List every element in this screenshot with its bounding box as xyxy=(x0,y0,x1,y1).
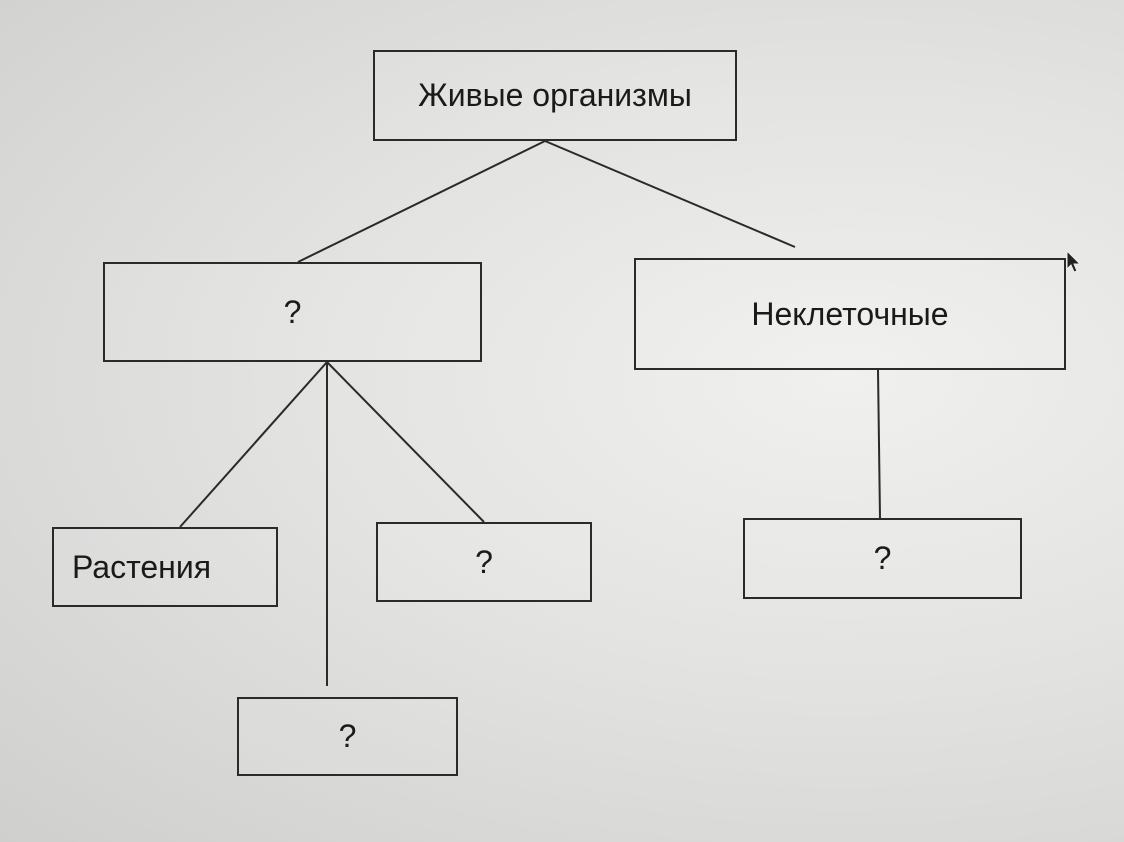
node-left-mid-label: ? xyxy=(475,543,493,580)
node-left-bottom: ? xyxy=(237,697,458,776)
edge-left-mid xyxy=(326,361,485,523)
node-plants-label: Растения xyxy=(72,548,212,585)
node-left-label: ? xyxy=(283,293,302,330)
node-left-mid: ? xyxy=(376,522,592,602)
node-right-label: Неклеточные xyxy=(751,295,949,332)
edge-root-left xyxy=(297,140,546,263)
node-right-child-label: ? xyxy=(873,540,892,576)
node-right-child: ? xyxy=(743,518,1022,599)
node-root: Живые организмы xyxy=(373,50,737,141)
node-root-label: Живые организмы xyxy=(418,77,692,113)
node-left: ? xyxy=(103,262,482,362)
node-plants: Растения xyxy=(52,527,278,607)
edge-left-plants xyxy=(179,361,328,528)
edge-right-child xyxy=(877,369,881,519)
node-right: Неклеточные xyxy=(634,258,1066,370)
node-left-bottom-label: ? xyxy=(338,718,357,754)
edge-root-right xyxy=(544,140,796,248)
